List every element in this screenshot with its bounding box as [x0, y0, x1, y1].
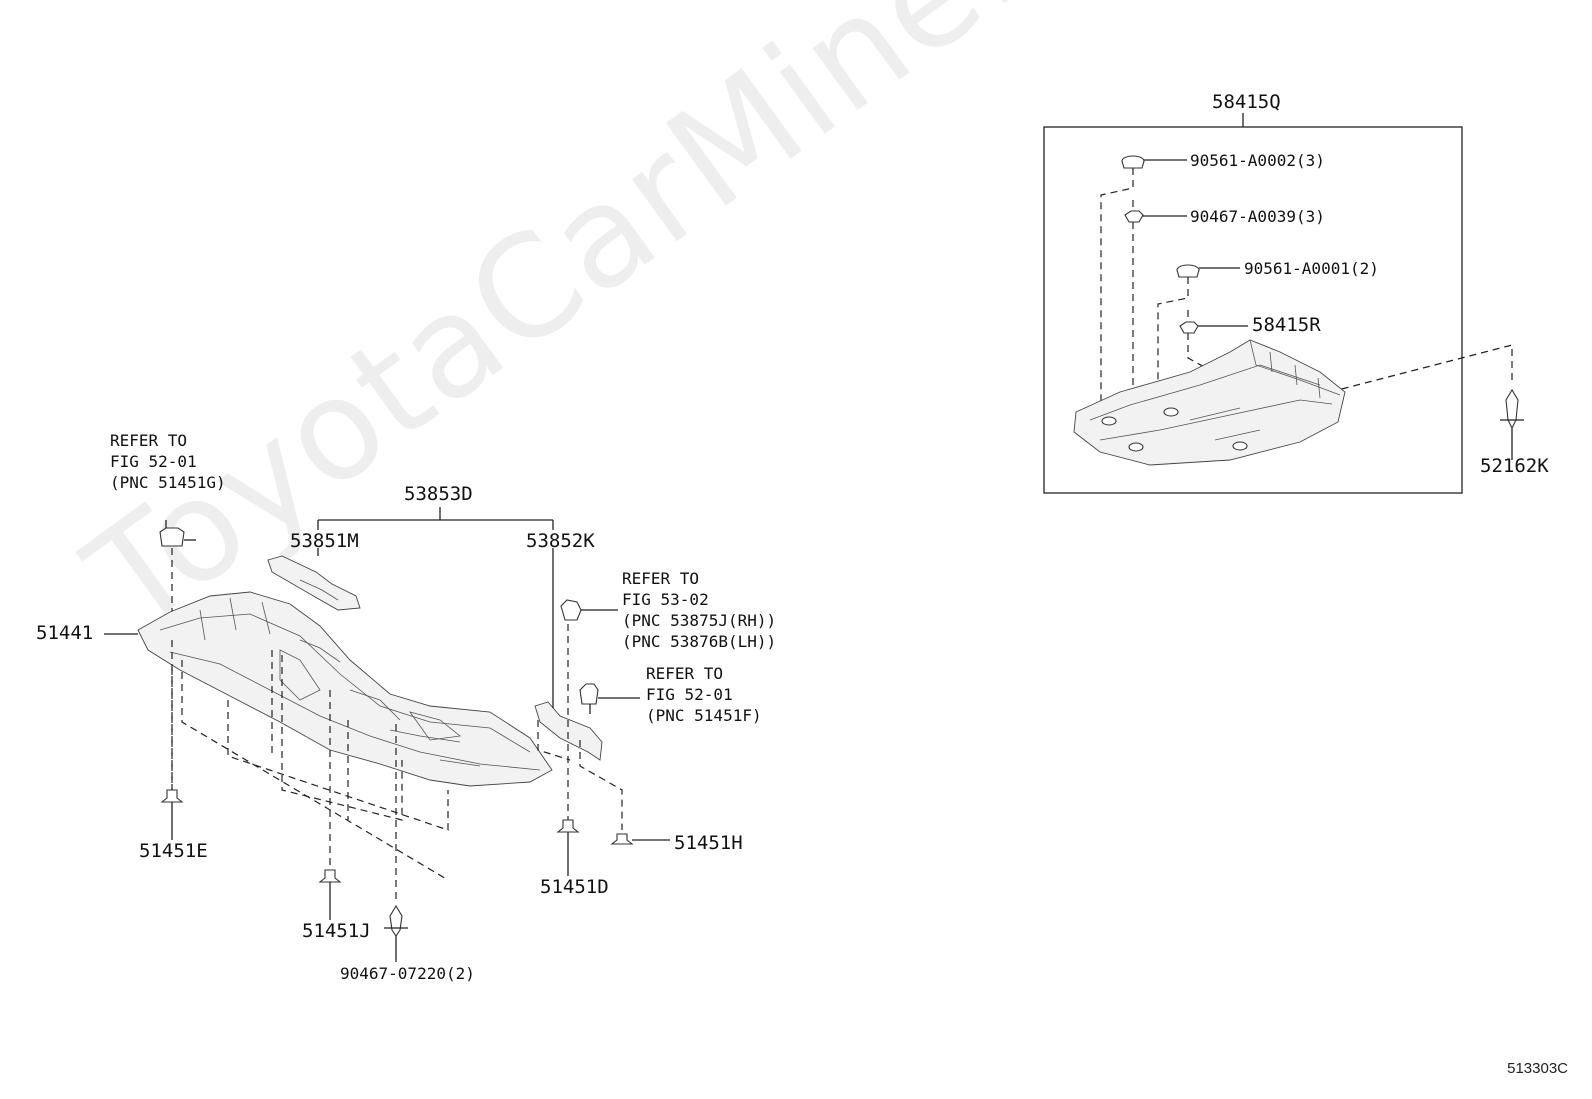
label-90467-a0039: 90467-A0039(3): [1190, 207, 1325, 226]
engine-under-cover-51441: [104, 591, 553, 787]
label-53852k: 53852K: [526, 530, 595, 552]
refer-note-line: FIG 53-02: [622, 590, 709, 609]
clip-52162k-icon: [1500, 388, 1524, 460]
refer-note-line: REFER TO: [622, 569, 700, 588]
refer-note-line: REFER TO: [110, 431, 188, 450]
label-90561-a0001: 90561-A0001(2): [1244, 259, 1379, 278]
panel-53851m: [267, 555, 361, 611]
clip-51451g-icon: [159, 520, 196, 547]
assembly-box-58415q: [1043, 113, 1463, 494]
nut-58415r-icon: [1179, 321, 1248, 334]
nut-90561-a0002-icon: [1121, 155, 1187, 169]
label-53853d: 53853D: [404, 483, 473, 505]
nut-90467-a0039-icon: [1124, 210, 1187, 223]
refer-note-line: FIG 52-01: [110, 452, 197, 471]
label-58415r: 58415R: [1252, 314, 1321, 336]
bracket-53853d: [317, 507, 554, 530]
refer-note-line: (PNC 53875J(RH)): [622, 611, 777, 630]
label-58415q: 58415Q: [1212, 91, 1281, 113]
label-51451e: 51451E: [139, 840, 208, 862]
refer-note-line: FIG 52-01: [646, 685, 733, 704]
under-cover-58415q: [1073, 339, 1346, 466]
figure-id: 513303C: [1507, 1060, 1568, 1077]
bolt-51451h-icon: [610, 833, 670, 845]
refer-note-line: (PNC 53876B(LH)): [622, 632, 777, 651]
refer-note-fig-53-02: REFER TO FIG 53-02 (PNC 53875J(RH)) (PNC…: [622, 568, 776, 652]
nut-90561-a0001-icon: [1176, 264, 1240, 278]
label-51451h: 51451H: [674, 832, 743, 854]
label-51451d: 51451D: [540, 876, 609, 898]
label-90561-a0002: 90561-A0002(3): [1190, 151, 1325, 170]
panel-53852k: [534, 701, 603, 761]
refer-note-line: (PNC 51451F): [646, 706, 762, 725]
label-51441: 51441: [36, 622, 94, 644]
label-53851m: 53851M: [290, 530, 359, 552]
bolt-51451d-icon: [556, 819, 580, 876]
clip-51451f-icon: [579, 683, 640, 714]
label-90467-07220: 90467-07220(2): [340, 964, 475, 983]
refer-note-fig-52-01-51451g: REFER TO FIG 52-01 (PNC 51451G): [110, 430, 226, 493]
refer-note-line: (PNC 51451G): [110, 473, 226, 492]
label-52162k: 52162K: [1480, 455, 1549, 477]
bolt-51451j-icon: [318, 869, 342, 920]
clip-90467-07220-icon: [384, 904, 408, 962]
refer-note-line: REFER TO: [646, 664, 724, 683]
clip-53875j-icon: [560, 599, 618, 621]
refer-note-fig-52-01-51451f: REFER TO FIG 52-01 (PNC 51451F): [646, 663, 762, 726]
label-51451j: 51451J: [302, 920, 371, 942]
bolt-51451e-icon: [160, 789, 184, 840]
